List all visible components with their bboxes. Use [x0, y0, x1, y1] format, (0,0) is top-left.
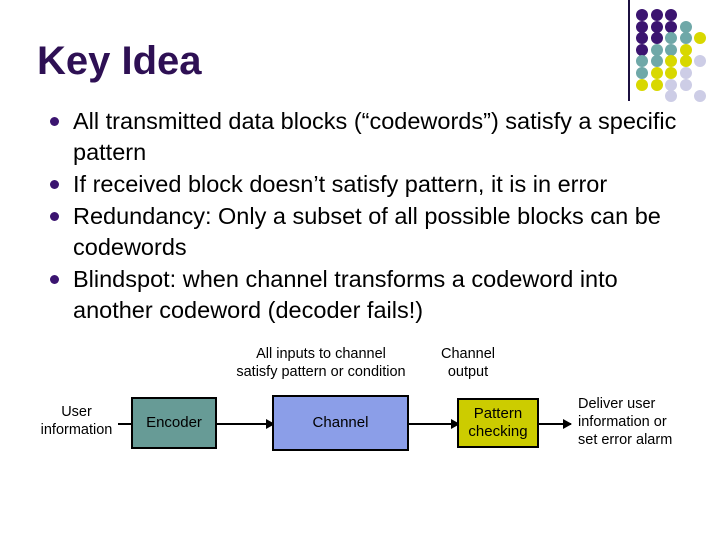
annotation-channel-input: All inputs to channel satisfy pattern or… [236, 346, 406, 380]
decorative-dot [694, 32, 706, 45]
decorative-dot [650, 20, 663, 33]
decorative-dot [665, 43, 677, 56]
decorative-dot [665, 20, 677, 33]
decorative-dot [636, 55, 648, 68]
diagram-output-label: Deliver user information or set error al… [578, 396, 673, 448]
decorative-dot [679, 20, 692, 33]
list-item: Redundancy: Only a subset of all possibl… [45, 201, 695, 263]
decorative-dot [665, 78, 677, 91]
decorative-dot [650, 55, 663, 68]
decorative-dot [665, 9, 677, 21]
decorative-dot [636, 43, 648, 56]
decorative-dot [679, 32, 692, 45]
bullet-dot-icon [45, 264, 73, 284]
decorative-vertical-rule [628, 0, 630, 101]
list-item-text: Redundancy: Only a subset of all possibl… [73, 203, 661, 260]
list-item: All transmitted data blocks (“codewords”… [45, 106, 695, 168]
decorative-dot [636, 20, 648, 33]
decorative-dot [665, 32, 677, 45]
decorative-dot [679, 67, 692, 79]
decorative-dot [665, 67, 677, 79]
decorative-dot-grid [636, 9, 714, 103]
diagram-box-encoder[interactable]: Encoder [131, 397, 217, 449]
arrow-channel-to-pattern-checking [409, 419, 460, 429]
decorative-dot [636, 32, 648, 45]
diagram-box-pattern-checking[interactable]: Pattern checking [457, 398, 539, 448]
bullet-dot-icon [45, 169, 73, 189]
diagram-box-channel[interactable]: Channel [272, 395, 409, 451]
list-item-text: All transmitted data blocks (“codewords”… [73, 108, 677, 165]
bullet-dot-icon [45, 201, 73, 221]
list-item-text: Blindspot: when channel transforms a cod… [73, 266, 618, 323]
decorative-dot [665, 55, 677, 68]
decorative-dot [650, 78, 663, 91]
bullet-dot-icon [45, 106, 73, 126]
decorative-dot [636, 67, 648, 79]
arrow-encoder-to-channel [217, 419, 275, 429]
annotation-channel-output: Channel output [440, 346, 495, 380]
list-item: Blindspot: when channel transforms a cod… [45, 264, 695, 326]
list-item: If received block doesn’t satisfy patter… [45, 169, 695, 200]
block-diagram: All inputs to channel satisfy pattern or… [0, 340, 720, 470]
bullet-list: All transmitted data blocks (“codewords”… [45, 106, 695, 327]
decorative-dot [665, 90, 677, 103]
arrow-pattern-checking-to-output [539, 419, 572, 429]
list-item-text: If received block doesn’t satisfy patter… [73, 171, 608, 197]
decorative-dot [636, 9, 648, 21]
decorative-dot [694, 90, 706, 103]
decorative-dot [636, 78, 648, 91]
decorative-dot [650, 9, 663, 21]
decorative-dot [694, 55, 706, 68]
diagram-input-label: User information [40, 404, 113, 438]
decorative-dot [650, 67, 663, 79]
decorative-dot [650, 32, 663, 45]
page-title: Key Idea [37, 39, 202, 83]
decorative-dot [679, 78, 692, 91]
decorative-dot [679, 43, 692, 56]
decorative-dot [679, 55, 692, 68]
decorative-dot [650, 43, 663, 56]
